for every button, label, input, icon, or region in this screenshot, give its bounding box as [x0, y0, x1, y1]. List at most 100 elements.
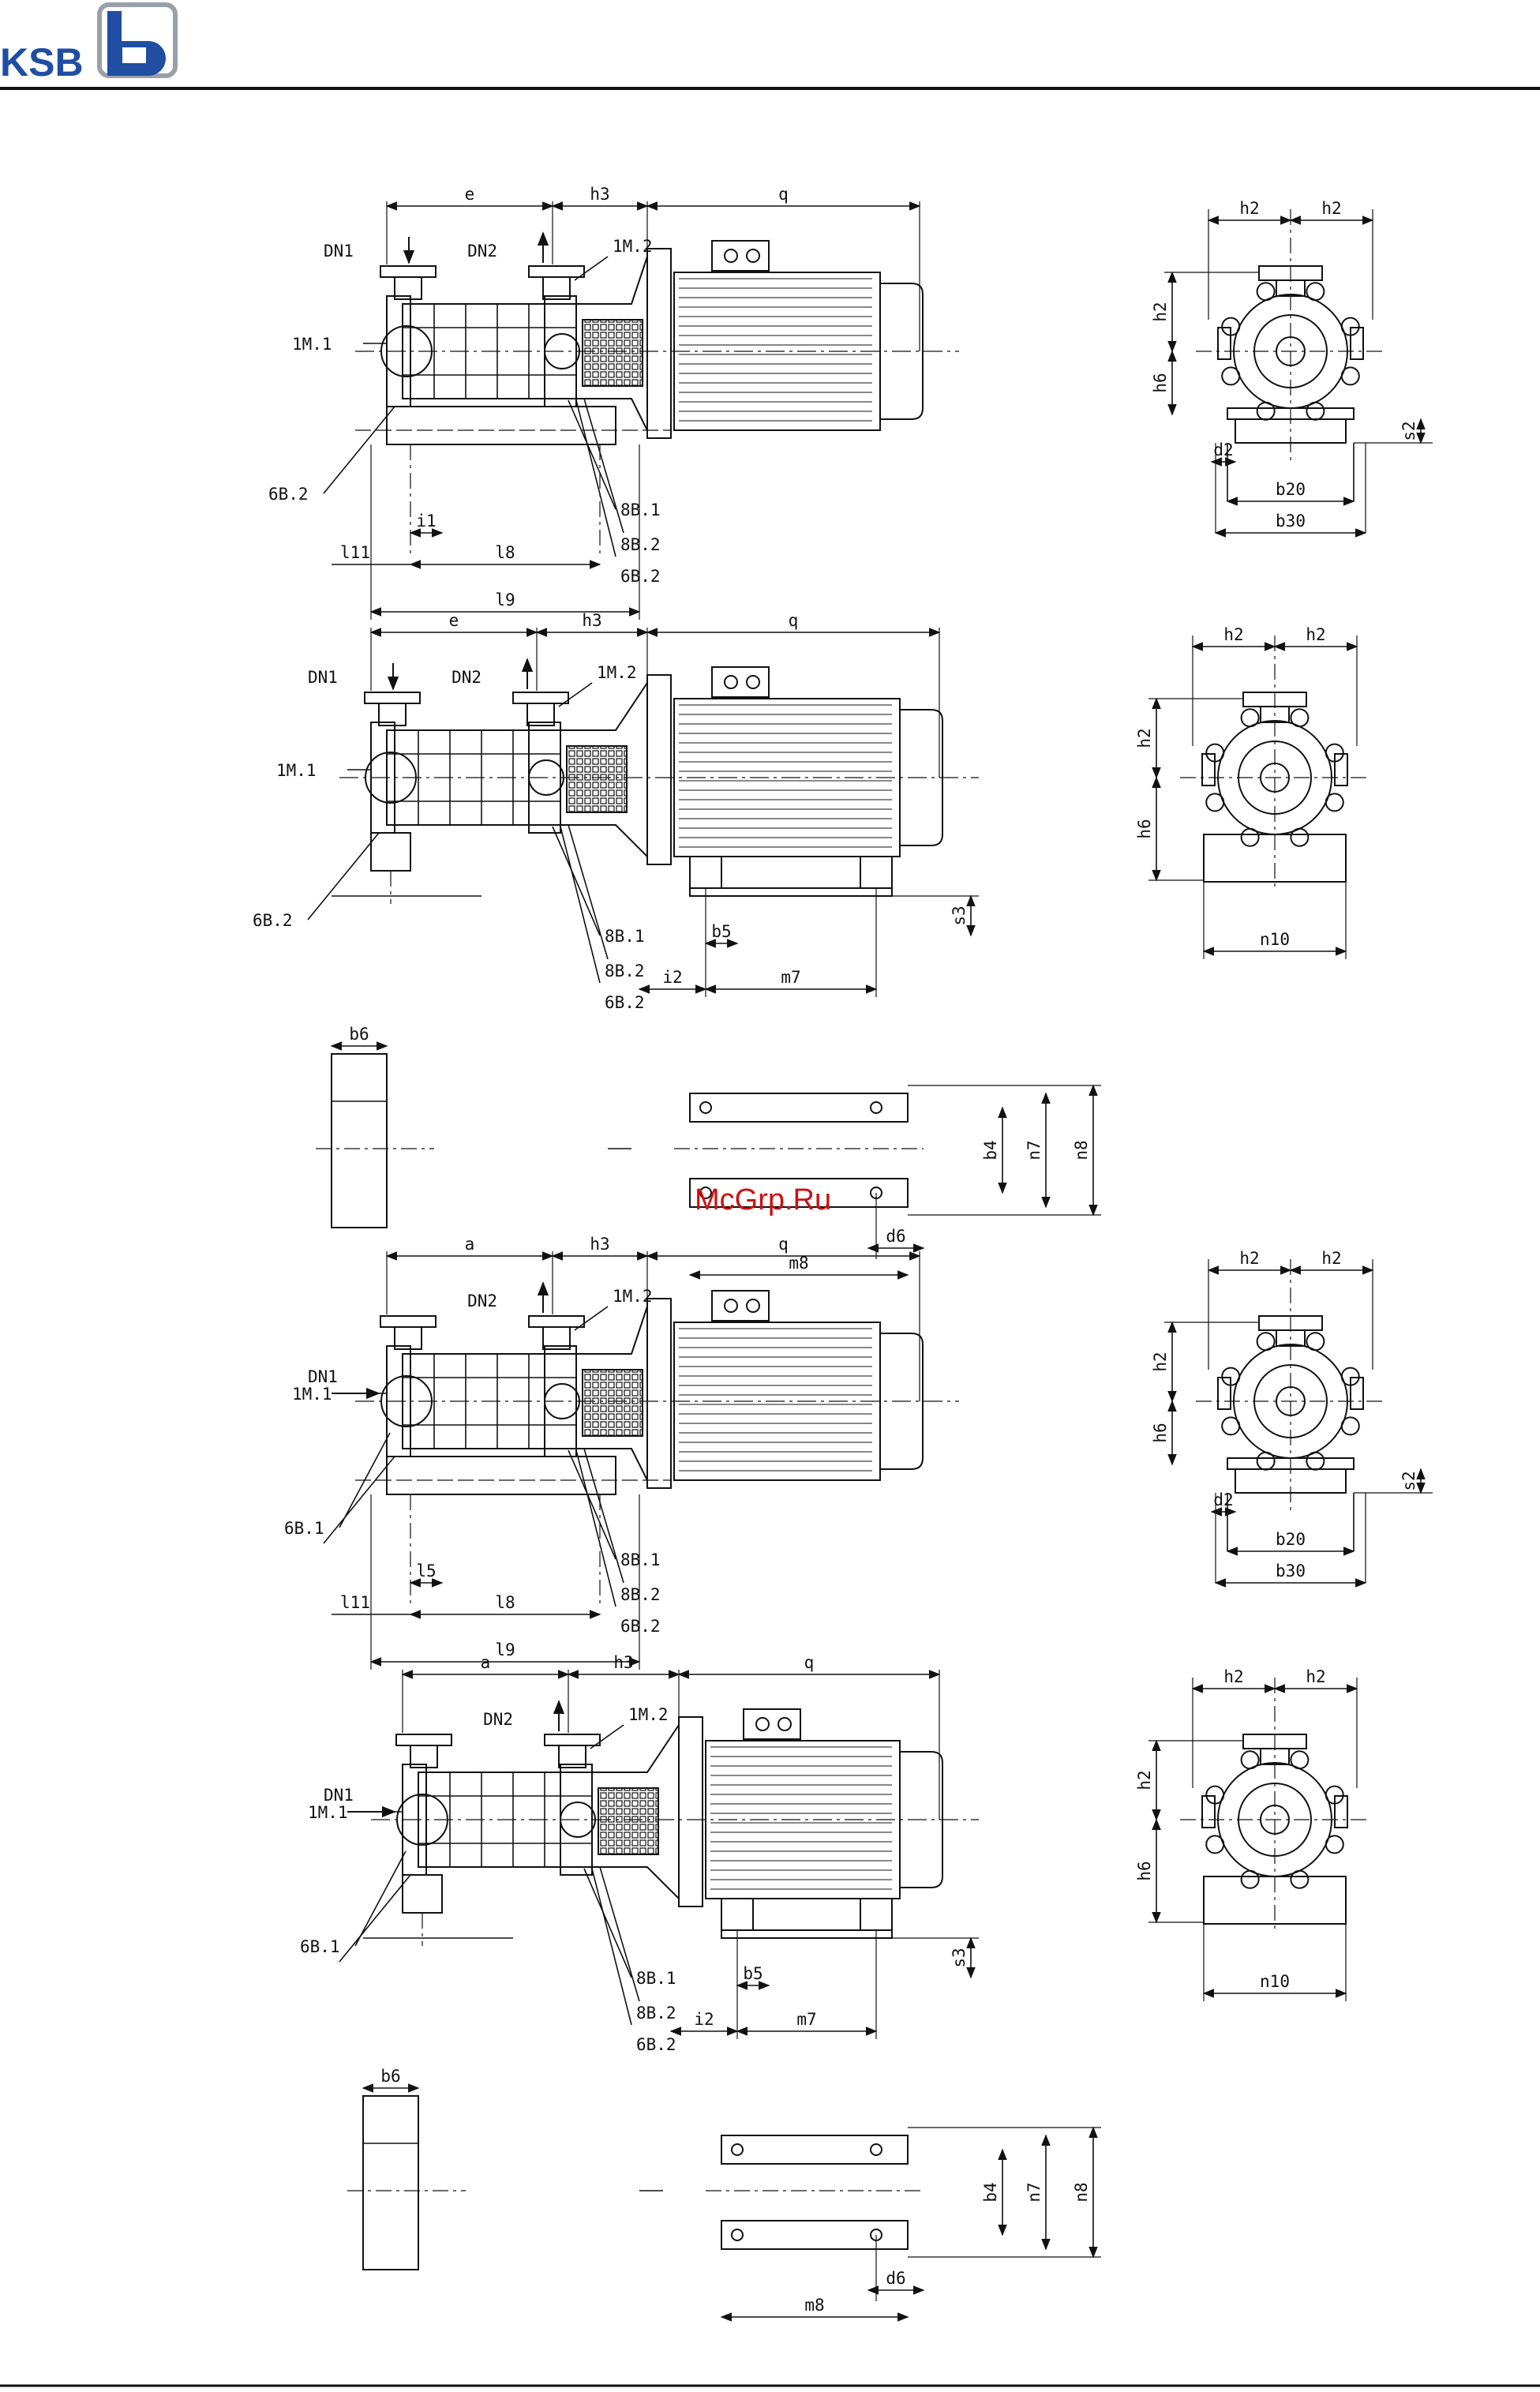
dim-m7: m7 — [796, 2010, 816, 2029]
label-1M2: 1M.2 — [613, 237, 653, 256]
label-DN2: DN2 — [483, 1710, 513, 1729]
dim-h3: h3 — [582, 611, 601, 630]
tie-rod-nut-icon — [1290, 1750, 1310, 1770]
dim-d6: d6 — [886, 2269, 905, 2288]
tie-rod-nut-icon — [1290, 1869, 1310, 1889]
suction-flange — [364, 692, 421, 704]
leader-line — [552, 826, 601, 936]
dim-l11: l11 — [340, 1593, 370, 1612]
dim-h2-vertical: h2 — [1135, 728, 1154, 748]
dim-h3: h3 — [613, 1653, 633, 1672]
dim-i1: l5 — [416, 1562, 436, 1580]
dim-n10: n10 — [1260, 930, 1290, 949]
suction-nozzle — [394, 1326, 422, 1350]
dim-s3: s3 — [950, 905, 969, 925]
label-6B: 6B.2 — [253, 911, 293, 930]
brand-logo-text: KSB — [0, 40, 84, 84]
bolt-hole-icon — [870, 2143, 882, 2156]
label-8B2: 8B.2 — [605, 962, 645, 980]
pump-foot — [402, 1874, 443, 1914]
tie-rod-nut-icon — [1240, 1750, 1260, 1770]
side-lug — [1334, 1795, 1348, 1828]
dim-d2: d2 — [1213, 1490, 1233, 1509]
motor-foot — [689, 856, 722, 889]
label-DN1: DN1 — [308, 1367, 338, 1386]
leader-line — [339, 1432, 391, 1528]
discharge-nozzle — [542, 276, 571, 300]
label-8B2: 8B.2 — [620, 535, 661, 554]
dim-b30: b30 — [1276, 1562, 1306, 1580]
motor-fan-cover — [899, 709, 943, 846]
discharge-flange — [528, 265, 585, 278]
dim-q: q — [778, 185, 789, 204]
tie-rod-nut-icon — [1240, 827, 1260, 847]
motor-foot — [860, 1898, 893, 1931]
label-6B2-lower: 6B.2 — [620, 1617, 661, 1636]
dim-i2: i2 — [662, 968, 682, 987]
leader-line — [323, 1456, 395, 1544]
leader-line — [307, 832, 380, 920]
bolt-hole-icon — [699, 1101, 712, 1114]
dim-l9: l9 — [495, 1640, 515, 1659]
leader-line — [568, 1449, 616, 1560]
dim-b20: b20 — [1276, 480, 1306, 499]
dim-d6: d6 — [886, 1227, 905, 1246]
label-6B1: 6B.1 — [284, 1519, 324, 1538]
motor-foot — [721, 1898, 754, 1931]
tie-rod-nut-icon — [1306, 1451, 1325, 1471]
terminal-screw-icon — [724, 249, 738, 263]
label-8B1: 8B.1 — [620, 501, 661, 519]
leader-line — [354, 1850, 407, 1947]
tie-rod-nut-icon — [1256, 1332, 1276, 1352]
leader-line — [583, 398, 624, 534]
side-lug — [1201, 753, 1216, 786]
dim-b4: b4 — [981, 1140, 1000, 1160]
discharge-flange — [512, 692, 569, 704]
terminal-screw-icon — [746, 249, 760, 263]
terminal-screw-icon — [755, 1717, 770, 1731]
tie-rod-nut-icon — [1205, 793, 1225, 812]
dim-h6: h6 — [1151, 1423, 1170, 1442]
tie-rod-nut-icon — [1306, 1332, 1325, 1352]
tie-rod-nut-icon — [1340, 366, 1360, 386]
tie-rod-nut-icon — [1290, 708, 1310, 728]
foundation-block-plan — [331, 1053, 388, 1228]
dim-s2: s2 — [1399, 1471, 1418, 1490]
motor-flange — [646, 1298, 672, 1489]
leader-line — [568, 399, 616, 510]
tie-rod-nut-icon — [1240, 1869, 1260, 1889]
dim-n7: n7 — [1025, 1140, 1044, 1160]
tie-rod-nut-icon — [1325, 793, 1344, 812]
motor-fan-cover — [899, 1751, 943, 1888]
terminal-screw-icon — [746, 1299, 760, 1313]
shaft-end — [1276, 1386, 1306, 1416]
dim-h2-left: h2 — [1239, 1249, 1259, 1268]
side-lug — [1350, 1377, 1364, 1410]
label-6B2-lower: 6B.2 — [636, 2035, 676, 2054]
casing-ring — [1253, 314, 1328, 388]
tie-rod-nut-icon — [1205, 1835, 1225, 1854]
dim-l9: l9 — [495, 591, 515, 609]
dim-top-left: a — [465, 1235, 475, 1254]
label-DN2: DN2 — [467, 1292, 497, 1310]
suction-flange — [395, 1734, 452, 1746]
coupling-guard-grille — [582, 1369, 643, 1437]
label-DN1: DN1 — [324, 1786, 354, 1805]
motor-base-rail — [721, 1929, 893, 1939]
leader-line — [323, 406, 395, 494]
dim-n10: n10 — [1260, 1972, 1290, 1991]
end-foundation-block — [1203, 1876, 1347, 1925]
leader-line — [599, 1866, 640, 2002]
casing-ring — [1238, 1783, 1312, 1857]
label-6B2-lower: 6B.2 — [620, 567, 661, 586]
end-foundation-block — [1203, 834, 1347, 883]
dim-h2-right: h2 — [1321, 199, 1341, 218]
dim-b20: b20 — [1276, 1530, 1306, 1549]
casing-ring — [1238, 740, 1312, 815]
tie-rod-nut-icon — [1221, 1416, 1241, 1436]
motor-fan-cover — [879, 283, 924, 420]
dim-b4: b4 — [981, 2182, 1000, 2202]
